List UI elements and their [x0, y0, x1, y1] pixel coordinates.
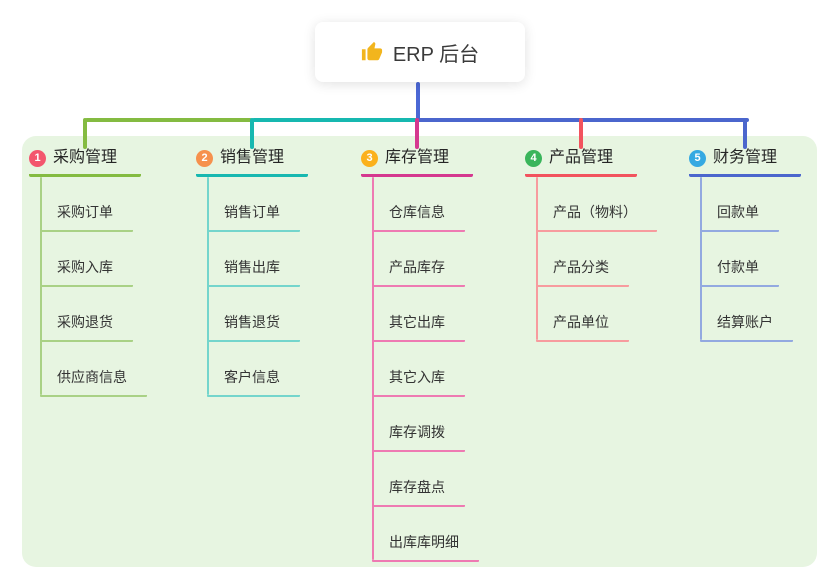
branch-node-label: 产品管理	[549, 149, 614, 166]
child-row: 产品单位	[525, 287, 657, 342]
child-row: 仓库信息	[361, 177, 479, 232]
child-node[interactable]: 供应商信息	[40, 367, 147, 397]
child-row: 产品分类	[525, 232, 657, 287]
child-row: 产品（物料）	[525, 177, 657, 232]
children-connector-line	[372, 177, 374, 560]
child-row: 库存调拨	[361, 397, 479, 452]
branch-children: 仓库信息产品库存其它出库其它入库库存调拨库存盘点出库库明细	[361, 177, 479, 562]
branches-panel-background	[22, 136, 817, 567]
branch-drop-line	[250, 118, 254, 149]
child-node[interactable]: 其它入库	[372, 367, 465, 397]
branch-children: 产品（物料） 产品分类产品单位	[525, 177, 657, 342]
child-node[interactable]: 付款单	[700, 257, 779, 287]
child-node[interactable]: 仓库信息	[372, 202, 465, 232]
child-node[interactable]: 库存调拨	[372, 422, 465, 452]
branch-children: 销售订单销售出库销售退货客户信息	[196, 177, 308, 397]
child-row: 结算账户	[689, 287, 801, 342]
child-node[interactable]: 产品单位	[536, 312, 629, 342]
child-row: 其它入库	[361, 342, 479, 397]
thumbs-up-icon	[361, 41, 382, 61]
branch-node[interactable]: 1 采购管理	[29, 148, 141, 177]
branch-number-badge: 4	[525, 149, 542, 167]
child-node[interactable]: 库存盘点	[372, 477, 465, 507]
branch-node[interactable]: 4 产品管理	[525, 148, 637, 177]
child-row: 客户信息	[196, 342, 308, 397]
connector-bar-segment	[252, 118, 417, 122]
child-node[interactable]: 结算账户	[700, 312, 793, 342]
child-row: 出库库明细	[361, 507, 479, 562]
child-row: 库存盘点	[361, 452, 479, 507]
children-connector-line	[40, 177, 42, 395]
child-row: 采购退货	[29, 287, 147, 342]
child-node[interactable]: 客户信息	[207, 367, 300, 397]
branch-node[interactable]: 3 库存管理	[361, 148, 473, 177]
child-row: 采购订单	[29, 177, 147, 232]
child-row: 销售退货	[196, 287, 308, 342]
branch-drop-line	[743, 118, 747, 149]
branch-column: 5 财务管理 回款单付款单结算账户	[689, 148, 801, 342]
child-row: 销售出库	[196, 232, 308, 287]
child-node[interactable]: 采购退货	[40, 312, 133, 342]
child-row: 采购入库	[29, 232, 147, 287]
branch-column: 4 产品管理 产品（物料） 产品分类产品单位	[525, 148, 657, 342]
branch-children: 采购订单采购入库采购退货供应商信息	[29, 177, 147, 397]
child-row: 其它出库	[361, 287, 479, 342]
child-node[interactable]: 销售退货	[207, 312, 300, 342]
root-node[interactable]: ERP 后台	[315, 22, 525, 82]
branch-drop-line	[415, 118, 419, 149]
branch-node-label: 采购管理	[53, 149, 118, 166]
branch-node[interactable]: 5 财务管理	[689, 148, 801, 177]
children-connector-line	[207, 177, 209, 395]
connector-bar-segment	[417, 118, 749, 122]
child-node[interactable]: 销售订单	[207, 202, 300, 232]
branch-column: 2 销售管理 销售订单销售出库销售退货客户信息	[196, 148, 308, 397]
child-node[interactable]: 出库库明细	[372, 532, 479, 562]
branch-number-badge: 3	[361, 149, 378, 167]
branch-number-badge: 2	[196, 149, 213, 167]
branch-node-label: 库存管理	[385, 149, 450, 166]
child-node[interactable]: 回款单	[700, 202, 779, 232]
child-node[interactable]: 其它出库	[372, 312, 465, 342]
child-node[interactable]: 采购入库	[40, 257, 133, 287]
child-node[interactable]: 产品分类	[536, 257, 629, 287]
branch-node-label: 财务管理	[713, 149, 778, 166]
child-node[interactable]: 产品库存	[372, 257, 465, 287]
child-node[interactable]: 销售出库	[207, 257, 300, 287]
child-node[interactable]: 产品（物料）	[536, 202, 657, 232]
branch-drop-line	[579, 118, 583, 149]
root-connector-line	[416, 82, 420, 122]
branch-children: 回款单付款单结算账户	[689, 177, 801, 342]
branch-column: 3 库存管理 仓库信息产品库存其它出库其它入库库存调拨库存盘点出库库明细	[361, 148, 479, 562]
child-row: 产品库存	[361, 232, 479, 287]
branch-drop-line	[83, 118, 87, 149]
child-row: 付款单	[689, 232, 801, 287]
root-node-label: ERP 后台	[392, 43, 480, 66]
children-connector-line	[536, 177, 538, 340]
child-node[interactable]: 采购订单	[40, 202, 133, 232]
branch-column: 1 采购管理 采购订单采购入库采购退货供应商信息	[29, 148, 147, 397]
branch-node-label: 销售管理	[220, 149, 285, 166]
branch-number-badge: 1	[29, 149, 46, 167]
branch-number-badge: 5	[689, 149, 706, 167]
branch-node[interactable]: 2 销售管理	[196, 148, 308, 177]
children-connector-line	[700, 177, 702, 340]
child-row: 回款单	[689, 177, 801, 232]
child-row: 销售订单	[196, 177, 308, 232]
connector-bar-segment	[85, 118, 252, 122]
child-row: 供应商信息	[29, 342, 147, 397]
